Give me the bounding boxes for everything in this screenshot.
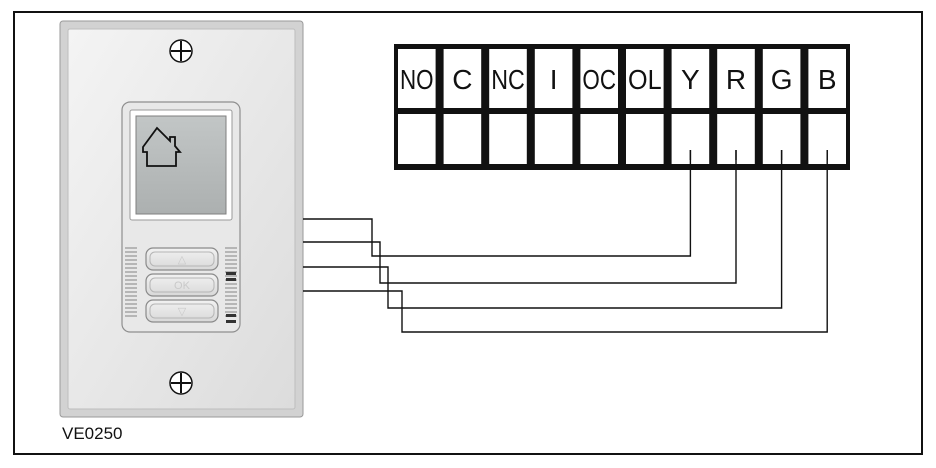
- terminal-label-cell: [626, 49, 664, 108]
- terminal-label: R: [726, 64, 746, 95]
- wire-to-terminal-r: [303, 150, 737, 284]
- terminal-label-cell: [717, 49, 755, 108]
- terminal-label: NC: [491, 64, 525, 95]
- home-icon: [142, 126, 182, 167]
- wire-to-terminal-y: [303, 150, 692, 257]
- up-button-label: △: [178, 254, 187, 266]
- terminal-screw-cell: [534, 114, 573, 164]
- terminal-label: I: [550, 64, 558, 95]
- control-unit: △ OK ▽: [121, 101, 241, 333]
- terminal-label-cell: [808, 49, 846, 108]
- wires: [303, 150, 828, 333]
- ok-button-label: OK: [174, 280, 191, 292]
- terminal-label-cell: [534, 49, 573, 108]
- indicator-led: [226, 314, 236, 317]
- wire-to-terminal-g: [303, 150, 783, 309]
- wall-plate: △ OK ▽: [59, 20, 304, 418]
- terminal-screw-cell: [443, 114, 482, 164]
- terminal-label: OC: [582, 64, 616, 95]
- screw-icon: [169, 371, 193, 395]
- ok-button[interactable]: OK: [145, 273, 219, 297]
- down-button[interactable]: ▽: [145, 299, 219, 323]
- terminal-label: G: [771, 64, 793, 95]
- terminal-label-cell: [489, 49, 527, 108]
- indicator-led: [226, 278, 236, 281]
- down-button-label: ▽: [178, 306, 187, 318]
- terminal-label-cell: [671, 49, 710, 108]
- terminal-label: C: [452, 64, 472, 95]
- model-label: VE0250: [62, 424, 123, 443]
- terminal-label: OL: [628, 64, 662, 95]
- terminal-label: B: [818, 64, 837, 95]
- terminal-divider: [394, 108, 850, 114]
- screw-icon: [169, 39, 193, 63]
- terminal-screw-cell: [580, 114, 618, 164]
- lcd-display: [135, 115, 227, 215]
- terminal-label: Y: [681, 64, 700, 95]
- wire-to-terminal-b: [303, 150, 828, 333]
- terminal-screw-cell: [398, 114, 436, 164]
- terminal-label-cell: [580, 49, 618, 108]
- speaker-grille: [125, 247, 137, 317]
- indicator-led: [226, 272, 236, 275]
- indicator-led: [226, 320, 236, 323]
- speaker-grille: [225, 247, 237, 317]
- up-button[interactable]: △: [145, 247, 219, 271]
- terminal-label-cell: [762, 49, 801, 108]
- terminal-screw-cell: [626, 114, 664, 164]
- terminal-label-cell: [398, 49, 436, 108]
- terminal-label-cell: [443, 49, 482, 108]
- terminal-label: NO: [400, 64, 434, 95]
- terminal-screw-cell: [489, 114, 527, 164]
